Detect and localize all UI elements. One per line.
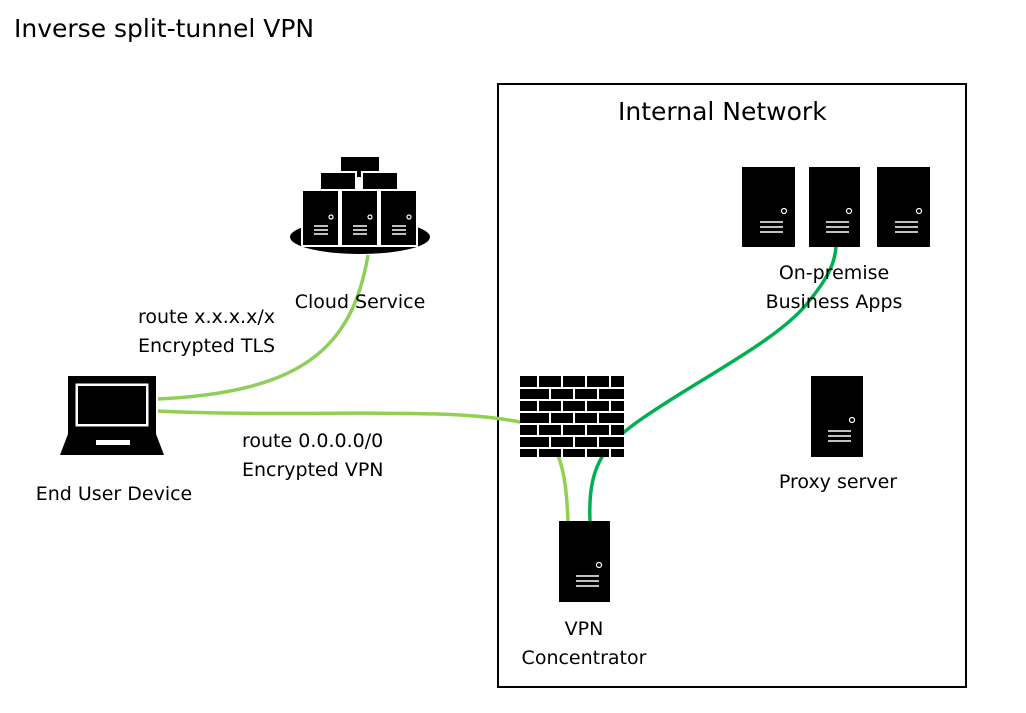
end-user-device-label: End User Device <box>35 483 193 505</box>
cloud-service-icon <box>290 157 430 254</box>
cloud-service-label: Cloud Service <box>294 291 426 313</box>
on-premise-server-icon <box>742 167 795 247</box>
vpn-concentrator-server-icon <box>559 521 610 602</box>
on-premise-server-icon <box>809 167 860 247</box>
vpn-encryption-label: Encrypted VPN <box>242 459 384 481</box>
tls-connection-line <box>157 254 370 401</box>
on-premise-label-line2: Business Apps <box>765 291 903 313</box>
cloud-route-label: route x.x.x.x/x <box>138 306 275 328</box>
vpn-concentrator-label-line2: Concentrator <box>521 647 647 669</box>
laptop-icon <box>60 376 164 455</box>
internal-connection-line <box>588 245 838 523</box>
on-premise-label-line1: On-premise <box>778 262 890 284</box>
on-premise-server-icon <box>877 167 930 247</box>
vpn-connection-line <box>157 409 570 523</box>
cloud-encryption-label: Encrypted TLS <box>138 335 276 357</box>
internal-network-boundary <box>497 83 967 688</box>
diagram-title: Inverse split-tunnel VPN <box>14 14 315 43</box>
vpn-concentrator-label-line1: VPN <box>564 618 604 640</box>
vpn-route-label: route 0.0.0.0/0 <box>242 430 384 452</box>
proxy-server-label: Proxy server <box>778 471 898 493</box>
proxy-server-icon <box>811 376 863 457</box>
internal-network-title: Internal Network <box>618 97 827 126</box>
firewall-icon <box>520 376 624 457</box>
